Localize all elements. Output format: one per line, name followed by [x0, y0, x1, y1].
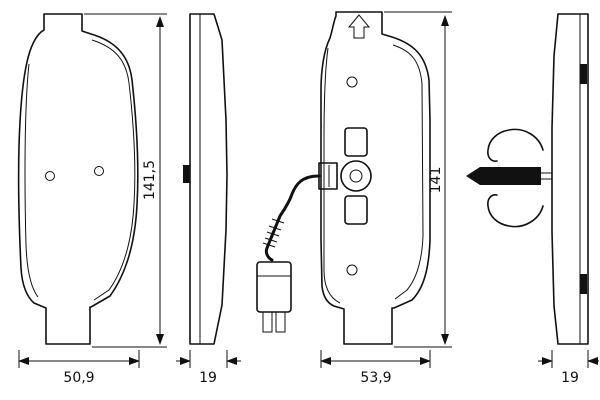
pad-front-view-right — [256, 11, 431, 345]
dimension-label-width-left: 50,9 — [63, 370, 94, 386]
friction-material-contour — [392, 44, 424, 300]
dimension-thickness-right: 19 — [538, 350, 599, 386]
pad-edge-view-left — [183, 13, 228, 345]
connector-plug — [256, 261, 292, 313]
cable-rib — [271, 218, 285, 224]
plug-terminal — [275, 311, 286, 333]
cable-rib — [266, 231, 280, 237]
rivet-hole — [346, 76, 358, 88]
sensor-grommet — [340, 160, 372, 192]
edge-outline — [189, 13, 228, 345]
friction-material-contour — [91, 39, 136, 301]
rivet-hole — [346, 264, 358, 276]
plate-inner-contour — [323, 47, 341, 304]
dimension-label-width-right: 53,9 — [360, 370, 391, 386]
pad-edge-view-right — [466, 13, 589, 345]
dimension-label-height-left: 141,5 — [142, 160, 158, 200]
edge-outline — [551, 13, 589, 345]
dimension-height-right: 141 — [384, 11, 452, 348]
wear-sensor — [318, 127, 372, 225]
clip-upper-arm — [487, 128, 544, 162]
sensor-cable-and-connector — [256, 174, 321, 333]
dimension-label-thickness-left: 19 — [199, 370, 217, 386]
dimension-label-height-right: 141 — [428, 167, 444, 194]
dimension-label-thickness-right: 19 — [561, 370, 579, 386]
spring-clip-mark — [183, 165, 190, 183]
clip-center-bar — [466, 167, 541, 185]
dimension-height-left: 141,5 — [84, 13, 167, 348]
fitting-direction-arrow-icon — [347, 14, 371, 39]
rivet-hole — [45, 171, 55, 181]
cable-rib — [268, 225, 282, 231]
plate-inner-contour — [24, 63, 39, 298]
sensor-bracket-bottom — [344, 195, 368, 225]
sensor-wire — [264, 174, 321, 262]
dimension-width-left: 50,9 — [18, 350, 140, 386]
pad-outline — [17, 13, 139, 345]
sensor-bracket-top — [344, 127, 368, 157]
clip-lower-arm — [487, 194, 544, 228]
retaining-spring-clip — [466, 128, 552, 228]
plug-terminal — [262, 311, 273, 333]
cable-rib — [262, 242, 276, 248]
dimension-thickness-left: 19 — [176, 350, 241, 386]
pad-outline — [320, 11, 431, 345]
pad-front-view-left — [17, 13, 139, 345]
clip-slot-mark — [580, 274, 587, 294]
sensor-grommet-center — [349, 169, 363, 183]
clip-slot-mark — [580, 64, 587, 84]
dimension-width-right: 53,9 — [320, 350, 431, 386]
cable-rib — [264, 237, 278, 243]
rivet-hole — [94, 166, 104, 176]
